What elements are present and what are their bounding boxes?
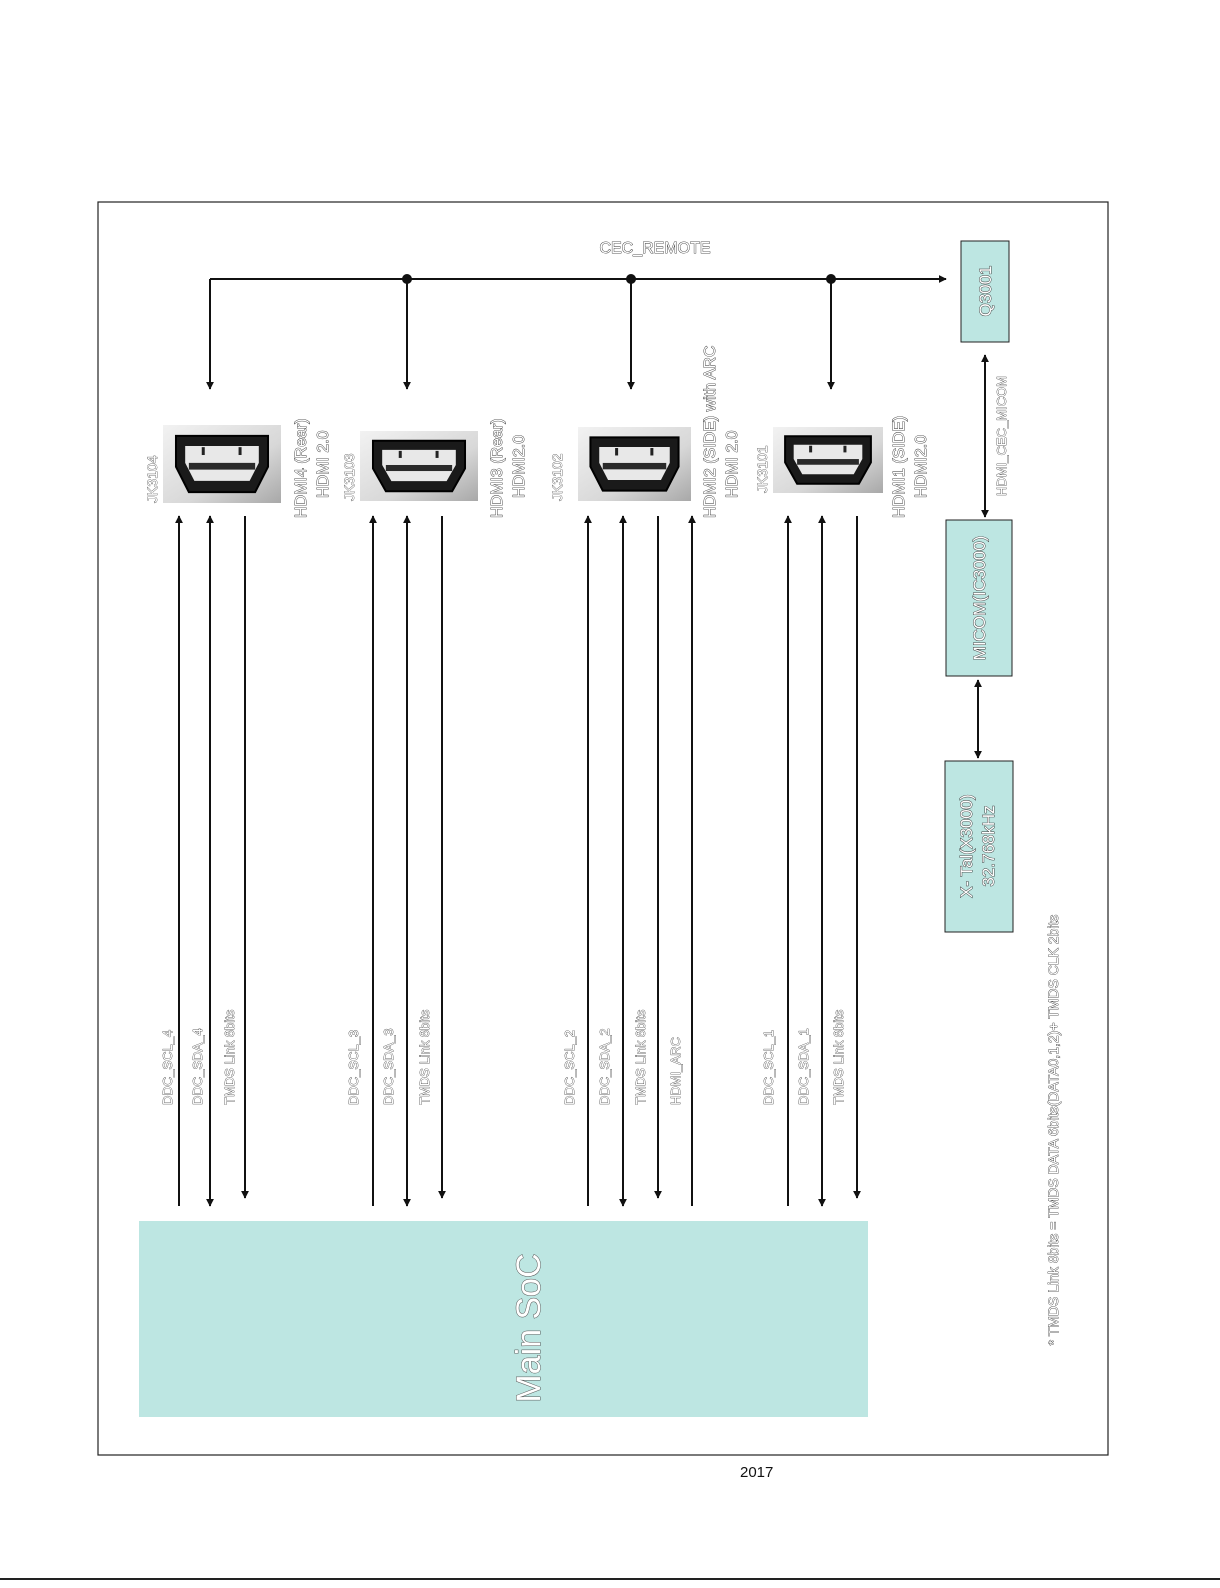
- jack-label: JK3101: [754, 445, 770, 493]
- footer-year: 2017: [740, 1464, 774, 1481]
- junction-dot: [626, 274, 636, 284]
- signal-label: HDMI_ARC: [668, 1037, 683, 1105]
- jack-label: JK3104: [144, 455, 160, 503]
- jack-label: JK3103: [341, 453, 357, 501]
- port-label-line2: HDMI2.0: [511, 435, 528, 498]
- bottom-rule: [0, 1578, 1220, 1580]
- signal-label: DDC_SCL_3: [346, 1030, 361, 1105]
- signal-label: DDC_SDA_2: [597, 1028, 612, 1105]
- main-soc-label: Main SoC: [510, 1253, 548, 1402]
- port-label-line2: HDMI 2.0: [315, 430, 332, 498]
- cec-remote-bus: [206, 274, 947, 390]
- signal-label: DDC_SCL_1: [761, 1030, 776, 1105]
- port-label-line1: HDMI2 (SIDE) with ARC: [702, 346, 719, 518]
- main-soc-box: [139, 1221, 868, 1417]
- signal-label: TMDS Link 8bits: [633, 1009, 648, 1105]
- signal-label: TMDS Link 8bits: [417, 1009, 432, 1105]
- signal-label: DDC_SDA_4: [190, 1028, 205, 1105]
- junction-dot: [402, 274, 412, 284]
- jack-label: JK3102: [549, 453, 565, 501]
- hdmi-connector-icon: [360, 431, 478, 501]
- signal-label: DDC_SDA_3: [381, 1028, 396, 1105]
- port-label-line2: HDMI 2.0: [724, 430, 741, 498]
- port-label-line1: HDMI3 (Rear): [489, 418, 506, 518]
- port-label-line1: HDMI4 (Rear): [293, 418, 310, 518]
- junction-dot: [826, 274, 836, 284]
- q3001-label: Q3001: [976, 265, 995, 316]
- hdmi-port-3: JK3102 HDMI2 (SIDE) with ARC HDMI 2.0DDC_S…: [549, 345, 741, 1207]
- hdmi-cec-micom-label: HDMI_CEC_MICOM: [994, 376, 1009, 496]
- cec-remote-label: CEC_REMOTE: [599, 240, 710, 257]
- signal-label: DDC_SCL_2: [562, 1030, 577, 1105]
- hdmi-connector-icon: [773, 427, 883, 493]
- q3001-box: [960, 240, 1010, 343]
- signal-label: TMDS Link 8bits: [831, 1009, 846, 1105]
- port-label-line1: HDMI1 (SIDE): [891, 416, 908, 518]
- diagram-frame: [97, 201, 1109, 1456]
- micom-box: [945, 519, 1013, 677]
- signal-label: TMDS Link 8bits: [222, 1009, 237, 1105]
- xtal-label-line1: X- Tal(X3000): [957, 794, 976, 898]
- hdmi-connector-icon: [578, 427, 691, 501]
- port-label-line2: HDMI2.0: [913, 435, 930, 498]
- tmds-footnote: * TMDS Link 8bits = TMDS DATA 6bits(DATA…: [1045, 915, 1061, 1346]
- signal-label: DDC_SCL_4: [160, 1030, 175, 1105]
- signal-label: DDC_SDA_1: [796, 1028, 811, 1105]
- hdmi-connector-icon: [163, 425, 281, 503]
- xtal-label-line2: 32.768kHz: [979, 805, 998, 886]
- micom-label: MICOM(IC3000): [970, 536, 989, 661]
- xtal-box: [944, 760, 1014, 933]
